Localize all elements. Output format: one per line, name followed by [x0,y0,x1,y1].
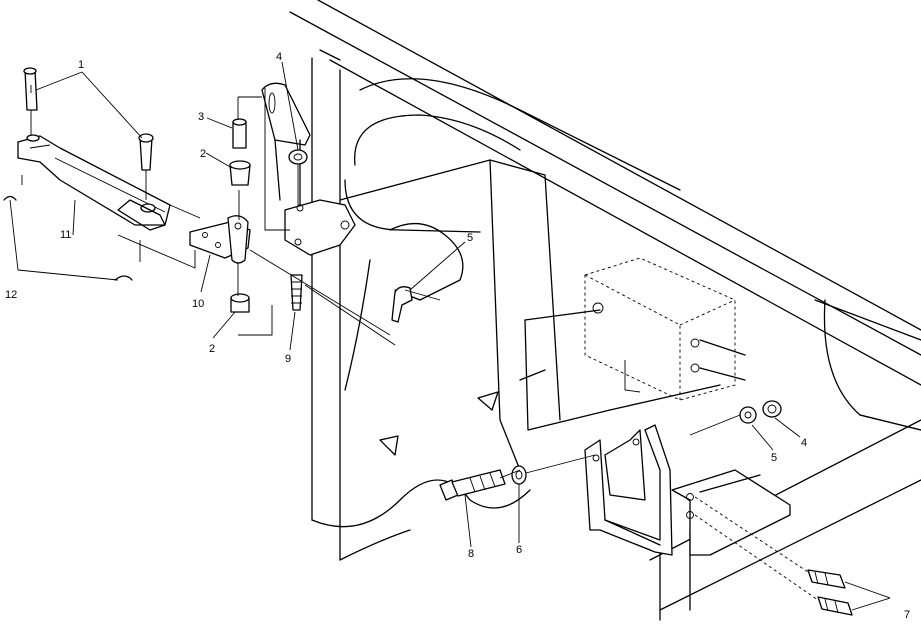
bushing-2-lower [230,293,250,313]
bolt-7-lower [817,596,853,616]
callout-2-upper: 2 [200,148,206,160]
hitch-bracket [584,424,791,556]
callout-1: 1 [78,59,84,71]
callout-4-right: 4 [801,437,807,449]
callout-leaders [9,61,891,611]
callout-4-top: 4 [276,51,282,63]
reference-lines [21,88,521,479]
hinge-plate [261,82,311,211]
mounting-block-outline [524,257,746,431]
bushing-2-upper [229,160,251,186]
nut-4-top [288,149,308,165]
callout-5-left: 5 [467,232,473,244]
callout-12: 12 [5,289,17,301]
clip-12-lower [114,275,133,281]
callout-9: 9 [285,353,291,365]
clip-12-upper [3,195,17,201]
callout-10: 10 [192,298,204,310]
pin-1-right [138,133,154,171]
callout-8: 8 [468,548,474,560]
bolt-5-left [391,286,413,323]
sleeve-3 [232,118,247,149]
bolt-8 [439,469,506,501]
callout-5-right: 5 [771,452,777,464]
callout-3: 3 [198,111,204,123]
bolt-9 [290,274,303,311]
callout-6: 6 [516,544,522,556]
callout-7: 7 [904,609,910,621]
nut-right [762,400,782,418]
hinge-knuckle [284,199,356,256]
bracket-10 [189,215,251,264]
drawbar-11 [17,134,171,231]
washer-6 [511,465,527,485]
bolt-7-upper [807,569,846,589]
pin-1-left [23,67,38,111]
callout-2-lower: 2 [209,343,215,355]
callout-11: 11 [60,229,71,241]
washer-right [739,406,757,424]
callout-labels: 1 2 2 3 4 4 5 5 6 7 8 9 10 11 12 [5,51,910,621]
